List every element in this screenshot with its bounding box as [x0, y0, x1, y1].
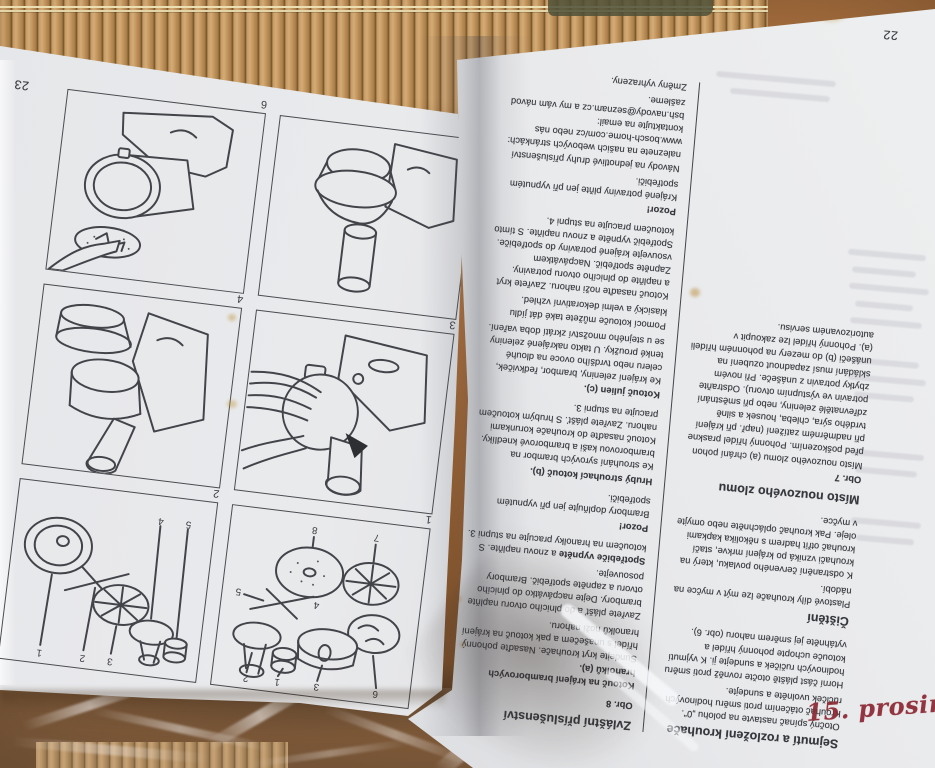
table-edge-shadow — [548, 0, 713, 16]
figure-number: 4 — [236, 292, 244, 305]
callout-number: 1 — [35, 646, 42, 658]
callout-number: 1 — [273, 676, 280, 688]
callout-number: 3 — [106, 655, 113, 667]
exploded-parts-figure: 8 7 5 4 6 2 1 3 — [232, 524, 401, 700]
callout-number: 7 — [373, 532, 380, 544]
age-spot — [818, 10, 844, 22]
page-number-22: 22 — [882, 27, 899, 43]
figure-panel-2: 1 2 3 4 5 2 — [0, 477, 221, 684]
exploded-parts-figure: 1 2 3 4 5 — [23, 515, 192, 667]
housing-and-cap-figure — [55, 303, 209, 475]
callout-number: 5 — [235, 585, 242, 597]
callout-number: 2 — [242, 672, 249, 684]
attachment-on-machine-figure — [314, 143, 458, 293]
callout-number: 8 — [311, 524, 318, 536]
page-bottom-shadow — [0, 690, 445, 708]
age-spot — [228, 314, 236, 321]
paragraph: Místo nouzového zlomu (a) chrání pohon p… — [687, 321, 875, 471]
callout-number: 3 — [313, 680, 320, 692]
paragraph: K odstranění červeného povlaku, který na… — [676, 515, 858, 581]
callout-number: 4 — [157, 515, 164, 527]
callout-number: 5 — [185, 518, 192, 530]
age-spot — [460, 642, 465, 647]
figure-panel-6: 6 — [45, 88, 268, 294]
callout-number: 4 — [313, 599, 320, 611]
figure-grid: 8 7 5 4 6 2 1 3 1 — [0, 88, 464, 710]
age-spot — [690, 288, 700, 297]
hands-inserting-cylinder-figure — [240, 334, 428, 496]
figure-number: 2 — [212, 486, 221, 500]
figure-number: 6 — [260, 97, 268, 111]
age-spot — [227, 400, 237, 408]
bamboo-mat-bottom — [36, 742, 288, 768]
figure-panel-1: 8 7 5 4 6 2 1 3 1 — [209, 504, 432, 710]
figure-panel-3: 3 — [233, 309, 456, 515]
spine-shadow — [420, 36, 530, 736]
figure-panel-4: 4 — [21, 283, 244, 489]
callout-number: 6 — [372, 688, 379, 700]
page-number-23: 23 — [13, 77, 30, 93]
page-stack-edge — [0, 60, 16, 685]
figure-panel-5: 5 — [257, 114, 464, 321]
hand-holding-disc-figure — [47, 111, 234, 272]
callout-number: 2 — [79, 652, 86, 664]
